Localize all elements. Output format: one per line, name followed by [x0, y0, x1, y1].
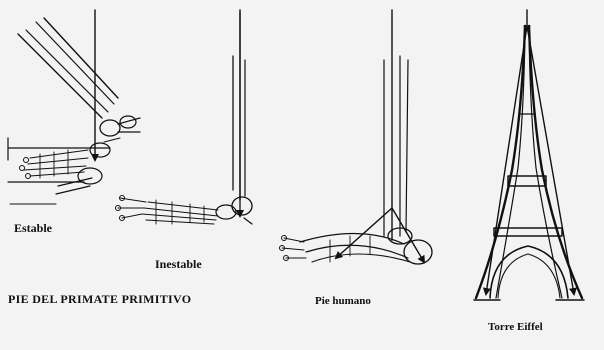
primate-foot-unstable-illustration — [116, 10, 253, 224]
eiffel-tower-illustration — [474, 10, 584, 300]
label-stable: Estable — [14, 222, 52, 234]
primate-foot-stable-illustration — [8, 10, 140, 204]
label-eiffel-tower: Torre Eiffel — [488, 322, 543, 333]
label-human-foot: Pie humano — [315, 296, 371, 307]
label-unstable: Inestable — [155, 258, 202, 270]
human-foot-illustration — [280, 10, 433, 264]
label-primitive-primate-foot: PIE DEL PRIMATE PRIMITIVO — [8, 293, 191, 305]
